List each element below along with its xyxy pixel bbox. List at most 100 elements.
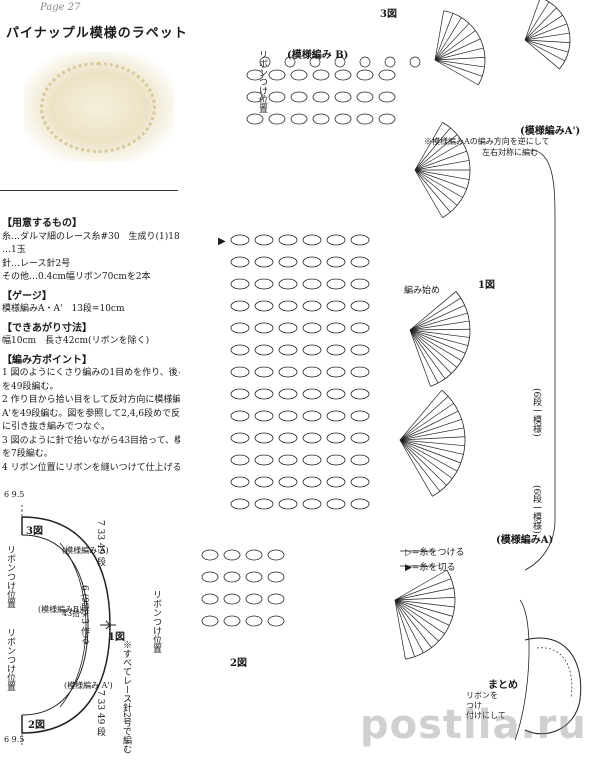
product-photo-lace-ring: [40, 62, 156, 153]
points-line: 2 作り目から拾い目をして反対方向に模様編み: [2, 395, 180, 405]
chain-loop: [267, 549, 285, 561]
chain-loop: [350, 410, 370, 422]
schematic-ribbon-top: リボンつけ位置: [5, 545, 15, 608]
pineapple-fan: [524, 14, 563, 41]
chain-loop: [278, 256, 298, 268]
chain-loop: [326, 432, 346, 444]
schematic-fig1-label: 1図: [108, 632, 125, 643]
schematic-rows-lower: 7 33 49 段: [95, 690, 105, 737]
schematic-pattern-b-label: (模様編みB): [38, 605, 83, 614]
pineapple-fan: [399, 396, 449, 441]
chain-loop: [245, 571, 263, 583]
chain-loop: [246, 69, 264, 81]
finish-note-3: 付けにして: [466, 711, 506, 720]
chain-loop: [230, 388, 250, 400]
chain-loop: [302, 454, 322, 466]
schematic-bottom-dims: 6 9.5: [4, 735, 25, 744]
pineapple-fan: [414, 150, 467, 171]
legend-cut: ▶=糸を切る: [405, 563, 456, 573]
chain-loop: [326, 454, 346, 466]
pineapple-fan: [409, 305, 465, 331]
row-number-circle: [309, 56, 321, 68]
pineapple-fan: [399, 389, 443, 441]
chain-loop: [268, 113, 286, 125]
section-bracket: [524, 149, 556, 571]
chain-loop: [254, 256, 274, 268]
chain-loop: [326, 498, 346, 510]
size-heading: できあがり寸法: [2, 322, 180, 336]
chain-loop: [290, 91, 308, 103]
pineapple-fan: [409, 329, 458, 368]
points-heading: 編み方ポイント: [2, 354, 180, 368]
chain-loop: [254, 234, 274, 246]
chain-loop: [268, 69, 286, 81]
chain-loop: [356, 91, 374, 103]
points-line: に引き抜き編みでつなぐ。: [2, 422, 111, 432]
row-number-circle: [384, 56, 396, 68]
chain-loop: [223, 549, 241, 561]
pineapple-fan: [409, 320, 470, 331]
chain-loop: [267, 571, 285, 583]
chain-loop: [246, 91, 264, 103]
pineapple-fan: [399, 439, 453, 479]
pineapple-fan: [414, 142, 463, 171]
gauge-heading: ゲージ: [2, 290, 180, 304]
pineapple-fan-arc: [544, 0, 571, 70]
chain-loop: [254, 498, 274, 510]
chain-loop: [312, 113, 330, 125]
pineapple-fan: [414, 169, 470, 180]
pineapple-fan: [394, 587, 454, 601]
chain-loop: [350, 454, 370, 466]
schematic-top-dims: 6 9.5: [4, 490, 25, 499]
pineapple-fan: [409, 329, 469, 346]
pineapple-fan: [399, 439, 458, 472]
chart-pattern-a-label: (模様編みA): [496, 535, 554, 546]
pineapple-fan: [394, 599, 424, 653]
chain-loop: [278, 322, 298, 334]
chain-loop: [268, 91, 286, 103]
pineapple-fan: [399, 439, 447, 486]
pineapple-fan-arc: [432, 389, 466, 497]
crochet-chart: [201, 0, 582, 741]
chain-loop: [312, 69, 330, 81]
finish-note-1: リボンを: [466, 691, 498, 700]
pineapple-fan: [524, 39, 569, 53]
section-divider: [0, 190, 178, 191]
chain-loop: [201, 549, 219, 561]
chain-loop: [378, 69, 396, 81]
chain-loop: [245, 615, 263, 627]
pineapple-fan: [409, 329, 452, 374]
chain-loop: [326, 322, 346, 334]
chart-fig3-label: 3図: [380, 9, 397, 20]
chain-loop: [334, 69, 352, 81]
chain-loop: [302, 476, 322, 488]
pineapple-fan: [524, 0, 540, 41]
chain-loop: [230, 344, 250, 356]
chain-loop: [302, 256, 322, 268]
schematic-make-label: 6 (9段) 3 作る: [79, 585, 89, 645]
pineapple-fan: [394, 599, 455, 608]
chain-loop: [230, 432, 250, 444]
pineapple-fan: [409, 329, 446, 379]
chain-loop: [302, 278, 322, 290]
instructions-column: 用意するもの 糸…ダルマ細のレース糸#30 生成り(1)18g …1玉 針…レー…: [2, 212, 180, 475]
chain-loop: [350, 300, 370, 312]
gauge-line: 模様編みA・A' 13段=10cm: [2, 304, 125, 314]
pineapple-fan: [434, 57, 485, 61]
chain-loop: [302, 388, 322, 400]
pineapple-fan: [414, 169, 458, 206]
chain-loop: [230, 476, 250, 488]
pineapple-fan: [524, 39, 565, 62]
chain-loop: [326, 234, 346, 246]
chain-loop: [326, 278, 346, 290]
chain-loop: [278, 234, 298, 246]
schematic-ribbon-bottom: リボンつけ位置: [5, 628, 15, 691]
pineapple-fan: [399, 436, 465, 441]
chart-repeat-upper: (6段一模様): [531, 388, 541, 437]
chain-loop: [230, 234, 250, 246]
chain-loop: [254, 410, 274, 422]
chain-loop: [326, 300, 346, 312]
materials-line: …1玉: [2, 245, 26, 255]
chain-loop: [356, 69, 374, 81]
size-line: 幅10cm 長さ42cm(リボンを除く): [2, 336, 150, 346]
